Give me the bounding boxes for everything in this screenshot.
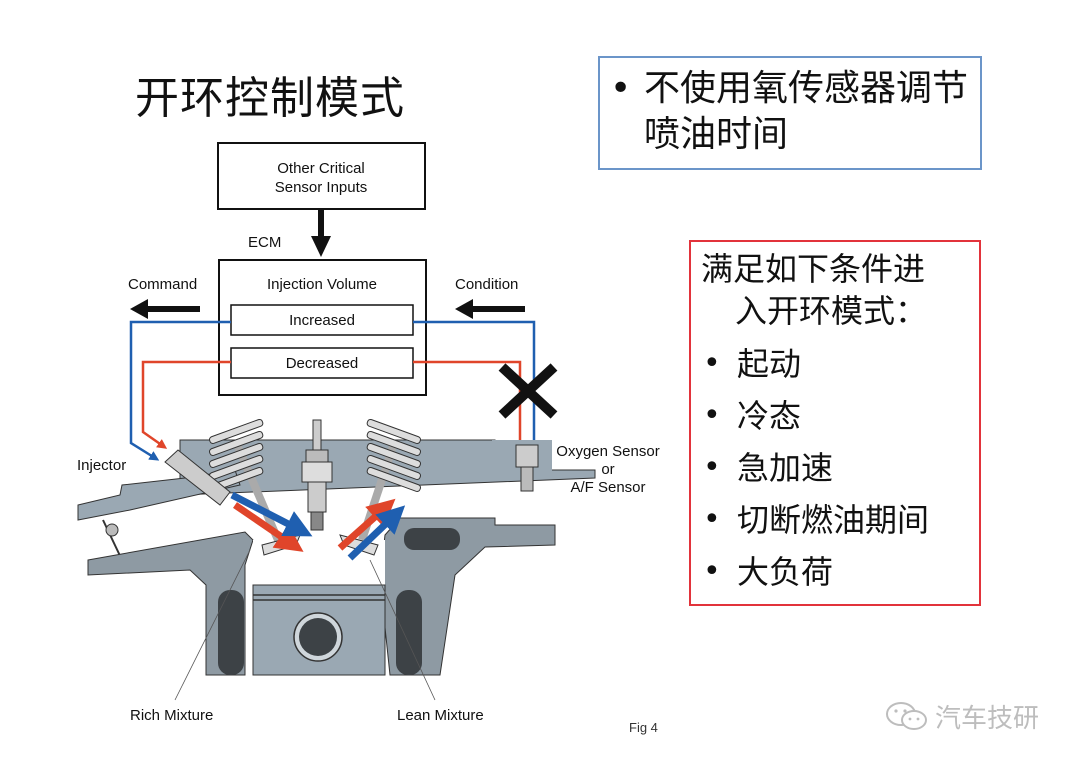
- intake-flow-arrow: [230, 491, 313, 537]
- intake-rod-joint: [105, 523, 119, 537]
- command-label: Command: [128, 276, 197, 293]
- decreased-label: Decreased: [286, 355, 359, 372]
- condition-text: 大负荷: [737, 553, 834, 591]
- wechat-icon: [886, 701, 927, 730]
- increased-sensor-line: [413, 320, 536, 445]
- left-coolant-passage: [218, 590, 244, 675]
- lean-mixture-leader: [369, 559, 436, 701]
- condition-label: Condition: [455, 276, 518, 293]
- ecm-label: ECM: [248, 234, 281, 251]
- oxygen-sensor-icon: [492, 440, 552, 492]
- decreased-sensor-line: [413, 360, 522, 445]
- intake-valve: [209, 418, 301, 556]
- increased-signal-line: [129, 320, 231, 461]
- bullet: •: [703, 398, 721, 433]
- bullet: •: [610, 68, 632, 109]
- note-box: • 不使用氧传感器调节喷油时间: [598, 56, 982, 170]
- note-text: 不使用氧传感器调节喷油时间: [644, 68, 969, 155]
- condition-arrow-head: [455, 299, 473, 319]
- rich-mixture-leader: [174, 549, 251, 701]
- spark-plug-icon: [301, 419, 333, 531]
- oxygen-sensor-label: Oxygen Sensor: [556, 443, 659, 460]
- slide-title: 开环控制模式: [135, 73, 405, 124]
- list-item: • 冷态: [703, 390, 929, 442]
- oxygen-sensor-label: or: [601, 461, 614, 478]
- right-coolant-passage: [396, 590, 422, 675]
- conditions-box: 满足如下条件进 入开环模式： • 起动 • 冷态 • 急加速 • 切断燃油期间 • 大负荷: [689, 240, 981, 606]
- bullet: •: [703, 554, 721, 589]
- condition-text: 起动: [737, 345, 802, 383]
- condition-text: 急加速: [737, 449, 834, 487]
- exhaust-valve: [339, 418, 421, 556]
- watermark-text: 汽车技研: [935, 704, 1040, 734]
- bullet: •: [703, 450, 721, 485]
- increased-label: Increased: [289, 312, 355, 329]
- list-item: • 起动: [703, 338, 929, 390]
- rich-mixture-label: Rich Mixture: [130, 707, 213, 724]
- block-right-wall: [379, 517, 556, 676]
- oxygen-sensor-label: A/F Sensor: [570, 479, 645, 496]
- rich-flow-arrow: [233, 502, 304, 552]
- down-arrow-shaft: [318, 209, 324, 239]
- bullet: •: [703, 502, 721, 537]
- injection-volume-label: Injection Volume: [267, 276, 377, 293]
- figure-label: Fig 4: [629, 720, 658, 735]
- block-left-wall: [87, 531, 254, 676]
- command-arrow-head: [130, 299, 148, 319]
- injector-label: Injector: [77, 457, 126, 474]
- decreased-box: [230, 347, 414, 379]
- condition-text: 切断燃油期间: [737, 501, 930, 539]
- injector-icon: [164, 449, 231, 506]
- conditions-heading-line: 满足如下条件进: [701, 250, 926, 288]
- condition-text: 冷态: [737, 397, 802, 435]
- wrist-pin-core: [299, 618, 337, 656]
- decreased-signal-line: [141, 360, 231, 449]
- disabled-cross-icon: [498, 363, 558, 419]
- intake-rod: [102, 519, 123, 561]
- down-arrow-head: [311, 236, 331, 257]
- sensor-inputs-label: Sensor Inputs: [275, 179, 368, 196]
- list-item: • 大负荷: [703, 546, 929, 598]
- watermark: 汽车技研: [885, 698, 1039, 735]
- conditions-heading-line: 入开环模式：: [735, 292, 928, 330]
- bullet: •: [703, 346, 721, 381]
- list-item: • 急加速: [703, 442, 929, 494]
- conditions-list: • 起动 • 冷态 • 急加速 • 切断燃油期间 • 大负荷: [703, 338, 929, 598]
- conditions-heading: 满足如下条件进 入开环模式：: [701, 248, 971, 332]
- sensor-inputs-label: Other Critical: [277, 160, 365, 177]
- command-arrow-shaft: [145, 306, 200, 312]
- increased-box: [230, 304, 414, 336]
- lean-mixture-label: Lean Mixture: [397, 707, 484, 724]
- right-port: [404, 528, 460, 550]
- exhaust-flow-arrow-blue: [347, 505, 406, 561]
- list-item: • 切断燃油期间: [703, 494, 929, 546]
- condition-arrow-shaft: [470, 306, 525, 312]
